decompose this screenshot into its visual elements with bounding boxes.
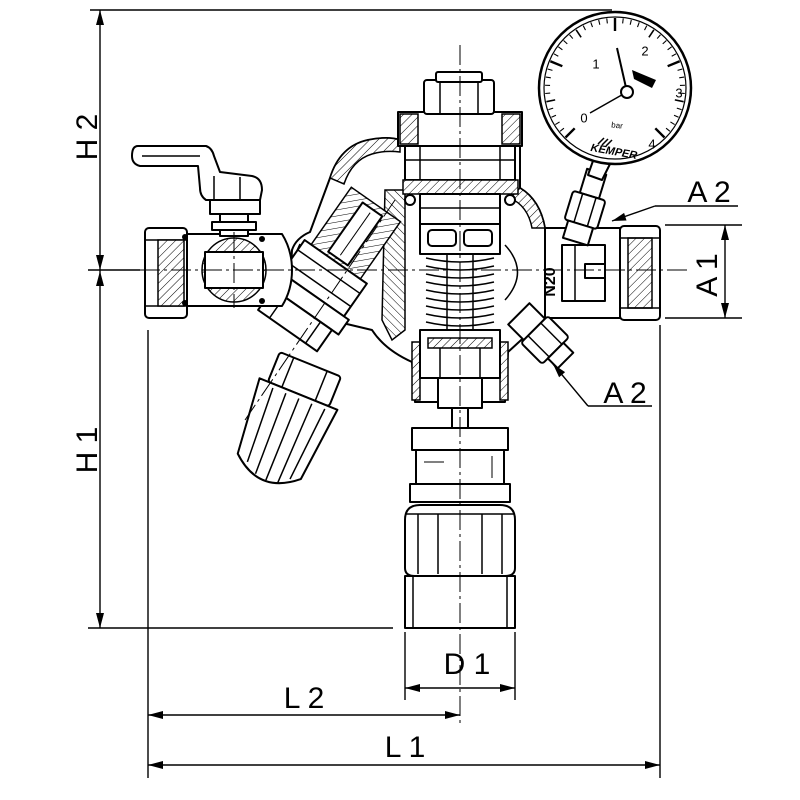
gauge-label-4: 4: [648, 137, 655, 152]
dimension-l1: L 1: [148, 731, 660, 769]
label-l2: L 2: [284, 682, 325, 715]
gauge-minor-tick: [677, 68, 683, 71]
gauge-label-1: 1: [592, 57, 599, 72]
gauge-minor-tick: [667, 46, 672, 51]
gauge-major-tick: [654, 127, 666, 139]
dimension-d1: D 1: [405, 648, 515, 692]
gauge-minor-tick: [546, 99, 556, 103]
gauge-minor-tick: [665, 127, 671, 132]
gauge-minor-tick: [606, 18, 608, 24]
label-a2-upper: A 2: [687, 176, 730, 209]
gauge-minor-tick: [545, 76, 551, 79]
gauge-set-pointer: [632, 70, 656, 88]
dimension-l2: L 2: [148, 682, 460, 719]
gauge-minor-tick: [622, 18, 624, 24]
center-lines: [140, 45, 690, 725]
label-h2: H 2: [71, 114, 104, 161]
gauge-major-tick: [564, 127, 576, 139]
size-marking: N20: [542, 267, 559, 296]
bonnet-nut: [423, 79, 495, 115]
gauge-needle-tail: [589, 91, 628, 114]
dimension-h1: H 1: [71, 270, 104, 628]
label-a2-lower: A 2: [603, 377, 646, 410]
gauge-scale-ticks: [545, 18, 685, 139]
gauge-minor-tick: [548, 107, 554, 111]
dimension-a1: A 1: [691, 225, 729, 318]
label-d1: D 1: [444, 648, 491, 681]
dimension-a2-lower: A 2: [552, 363, 652, 410]
label-h1: H 1: [71, 427, 104, 474]
gauge-needle: [616, 47, 628, 93]
gauge-minor-tick: [670, 121, 675, 126]
gauge-major-tick: [667, 60, 681, 68]
gauge-major-tick: [549, 60, 563, 68]
gauge-minor-tick: [679, 76, 685, 79]
gauge-minor-tick: [598, 19, 601, 25]
gauge-minor-tick: [590, 22, 594, 28]
gauge-minor-tick: [547, 68, 553, 71]
gauge-minor-tick: [569, 34, 574, 39]
gauge-minor-tick: [563, 40, 568, 45]
pressure-gauge: 0 1 2 3 4 bar KEMPER: [537, 10, 693, 166]
gauge-minor-tick: [673, 114, 679, 118]
gauge-label-2: 2: [641, 44, 648, 59]
test-port-lower: [507, 302, 575, 370]
gauge-minor-tick: [551, 114, 557, 118]
dimension-lines: H 2 H 1 A 1 A 2 A 2: [71, 9, 742, 778]
gauge-minor-tick: [553, 53, 559, 57]
gauge-minor-tick: [582, 25, 586, 31]
gauge-minor-tick: [636, 22, 640, 28]
lower-housing: [409, 329, 511, 503]
gauge-minor-tick: [662, 40, 667, 45]
gauge-hub: [620, 85, 634, 99]
label-a1: A 1: [691, 253, 724, 296]
drain-knob[interactable]: [225, 349, 350, 496]
outlet-fitting: N20: [542, 225, 661, 321]
gauge-minor-tick: [648, 29, 655, 38]
dimension-a2-upper: A 2: [611, 176, 738, 222]
gauge-minor-tick: [674, 99, 684, 103]
gauge-minor-tick: [629, 19, 632, 25]
gauge-minor-tick: [676, 107, 682, 111]
gauge-minor-tick: [575, 29, 582, 38]
gauge-unit: bar: [611, 120, 624, 130]
inlet-ball-valve: [144, 195, 293, 319]
gauge-minor-tick: [656, 34, 661, 39]
label-l1: L 1: [385, 731, 426, 764]
gauge-minor-tick: [559, 127, 565, 132]
ball-valve-handle[interactable]: [131, 145, 263, 201]
gauge-minor-tick: [558, 46, 563, 51]
gauge-label-3: 3: [675, 86, 682, 101]
gauge-minor-tick: [555, 121, 560, 126]
gauge-minor-tick: [671, 53, 677, 57]
gauge-bezel: [537, 10, 693, 166]
gauge-label-0: 0: [580, 111, 587, 126]
dimension-h2: H 2: [71, 10, 104, 270]
gauge-minor-tick: [644, 25, 648, 31]
kemper-logo-icon: [597, 137, 613, 147]
